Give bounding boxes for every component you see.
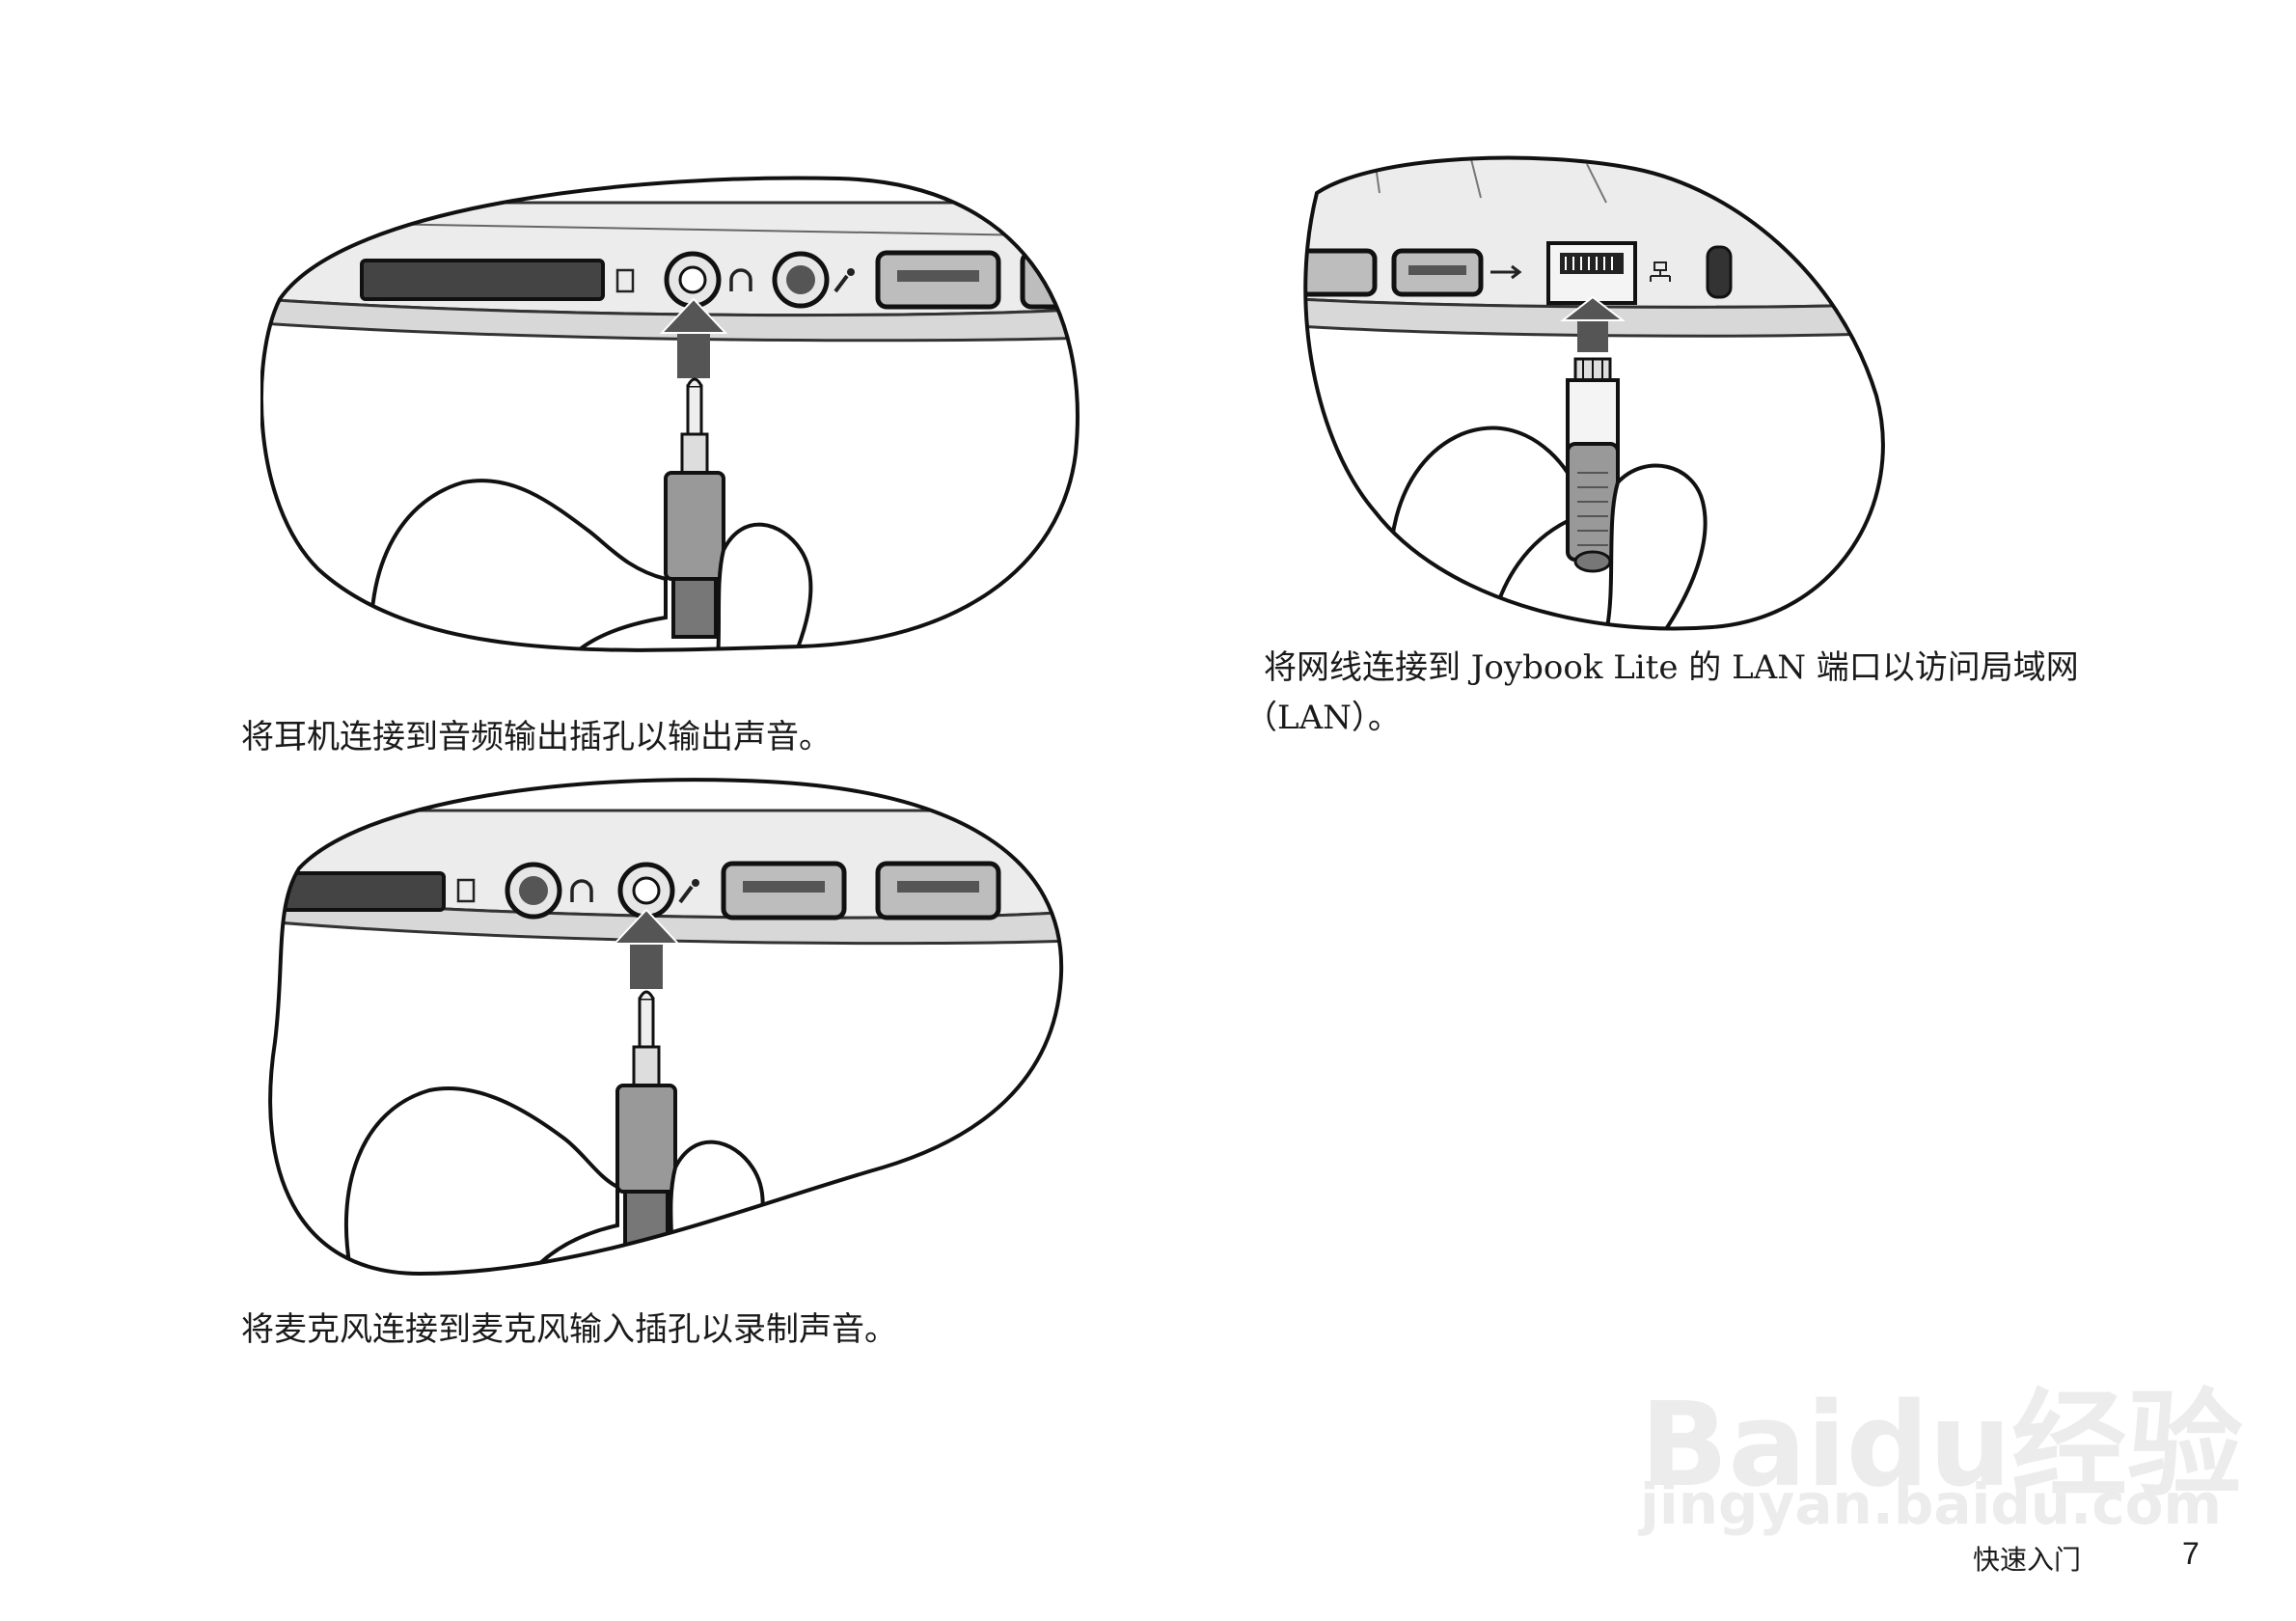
watermark-url: jingyan.baidu.com [1640, 1471, 2222, 1537]
caption-microphone: 将麦克风连接到麦克风输入插孔以录制声音。 [241, 1310, 897, 1349]
sd-card-icon [456, 878, 476, 903]
audio-plug [664, 377, 725, 639]
caption-lan-line1: 将网线连接到 Joybook Lite 的 LAN 端口以访问局域网 [1264, 648, 2079, 687]
microphone-icon [678, 879, 699, 904]
sd-card-icon [615, 268, 635, 293]
card-slot [360, 259, 605, 301]
caption-lan-line2: （LAN）。 [1244, 699, 1401, 737]
headphone-icon [729, 268, 752, 291]
headphone-icon [570, 879, 593, 902]
plug-in-arrow [1560, 295, 1626, 352]
caption-headphone: 将耳机连接到音频输出插孔以输出声音。 [241, 718, 832, 756]
plug-in-arrow [612, 908, 681, 989]
page-number: 7 [2182, 1536, 2200, 1571]
network-icon [1650, 261, 1671, 282]
usb-icon [1490, 264, 1522, 280]
plug-in-arrow [659, 297, 728, 378]
lan-port [1546, 241, 1637, 305]
headphone-jack-illustration [260, 176, 1080, 652]
microphone-jack-illustration [268, 778, 1064, 1277]
card-slot [273, 871, 446, 912]
audio-plug [615, 990, 677, 1251]
footer-section-title: 快速入门 [1973, 1544, 2082, 1576]
watermark-brand: Baidu经验 [1640, 1379, 2243, 1513]
lan-port-illustration [1303, 155, 1885, 631]
microphone-icon [834, 268, 855, 293]
ethernet-plug [1566, 357, 1620, 573]
